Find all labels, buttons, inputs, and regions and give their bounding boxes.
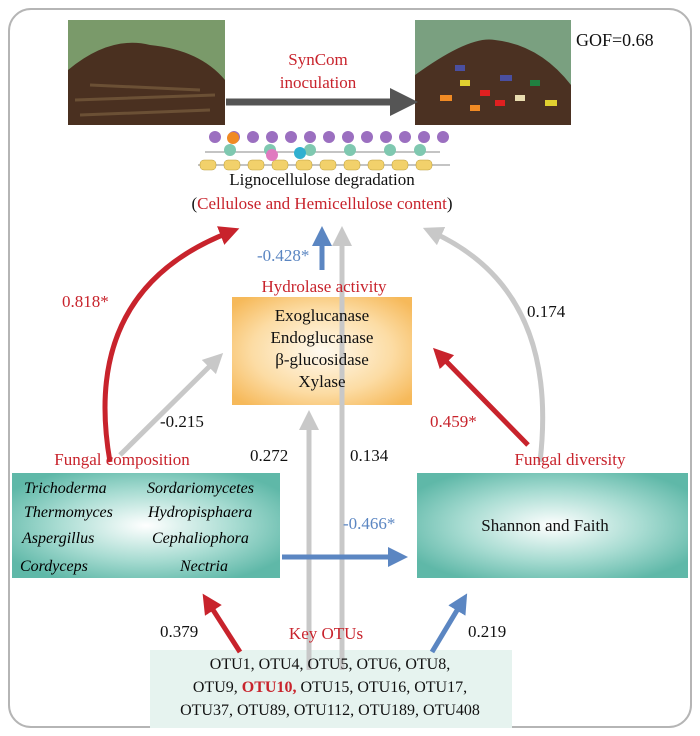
coef-otu-ligno: 0.134 [350, 446, 389, 465]
otu-text: OTU9, [192, 679, 242, 696]
enzyme-item: Endoglucanase [270, 328, 374, 347]
coef-div-ligno: 0.174 [527, 302, 566, 321]
coef-otu-hydro: 0.272 [250, 446, 289, 465]
arrow-composition-to-lignocellulose [102, 226, 240, 463]
fungal-composition-title: Fungal composition [54, 450, 190, 469]
coef-otu-comp: 0.379 [160, 622, 199, 641]
diversity-label: Shannon and Faith [481, 516, 609, 535]
arrow-composition-to-hydrolase [118, 352, 224, 457]
key-otus-box [150, 650, 512, 728]
otu-line: OTU1, OTU4, OTU5, OTU6, OTU8, [209, 656, 451, 673]
hydrolase-box [232, 297, 412, 405]
enzyme-item: Exoglucanase [274, 306, 370, 325]
coef-hydro-ligno: -0.428* [257, 246, 310, 265]
arrow-diversity-to-hydrolase [433, 347, 530, 447]
lignocellulose-subtitle: (Cellulose and Hemicellulose content) [191, 194, 452, 214]
lignocellulose-title: Lignocellulose degradation [229, 170, 415, 189]
arrow-otu-to-composition [202, 593, 243, 654]
taxon: Thermomyces [24, 504, 113, 521]
inoculation-label-line1: SynCom [288, 50, 348, 69]
otu-list: OTU1, OTU4, OTU5, OTU6, OTU8, OTU9, OTU1… [180, 653, 480, 722]
hydrolase-title: Hydrolase activity [261, 277, 387, 296]
taxon: Cephaliophora [152, 530, 249, 547]
coef-otu-div: 0.219 [468, 622, 507, 641]
otu-line: OTU37, OTU89, OTU112, OTU189, OTU408 [180, 702, 480, 719]
coef-div-hydro: 0.459* [430, 412, 477, 431]
otu-highlight: OTU10, [241, 679, 297, 696]
gof-label: GOF=0.68 [576, 30, 654, 50]
taxon: Nectria [180, 558, 228, 575]
lignocellulose-molecule-icon [198, 131, 450, 171]
coef-comp-ligno: 0.818* [62, 292, 109, 311]
lignocellulose-content: Cellulose and Hemicellulose content [197, 194, 447, 213]
compost-photo-before [68, 20, 225, 125]
fungal-diversity-box [417, 473, 688, 578]
paren-close: ) [446, 194, 453, 213]
otu-line: OTU9, OTU10, OTU15, OTU16, OTU17, [180, 676, 480, 699]
microbe-markers [440, 65, 557, 111]
enzyme-item: β-glucosidase [275, 350, 369, 369]
key-otus-title: Key OTUs [288, 624, 364, 643]
taxon: Sordariomycetes [147, 480, 254, 497]
arrow-otu-to-diversity [429, 593, 468, 654]
coef-comp-hydro: -0.215 [160, 412, 204, 431]
hydrolase-list: Exoglucanase Endoglucanase β-glucosidase… [271, 305, 374, 393]
enzyme-item: Xylase [298, 372, 346, 391]
taxon: Aspergillus [22, 530, 95, 547]
fungal-composition-box [12, 473, 280, 578]
coef-comp-div: -0.466* [343, 514, 396, 533]
taxon: Cordyceps [20, 558, 88, 575]
taxon: Trichoderma [24, 480, 107, 497]
otu-text: OTU15, OTU16, OTU17, [296, 679, 468, 696]
fungal-diversity-title: Fungal diversity [514, 450, 626, 469]
paren-open: ( [191, 194, 198, 213]
taxon: Hydropisphaera [148, 504, 253, 521]
compost-photo-after [415, 20, 571, 125]
arrow-diversity-to-lignocellulose [422, 227, 546, 463]
inoculation-label-line2: inoculation [279, 73, 357, 92]
